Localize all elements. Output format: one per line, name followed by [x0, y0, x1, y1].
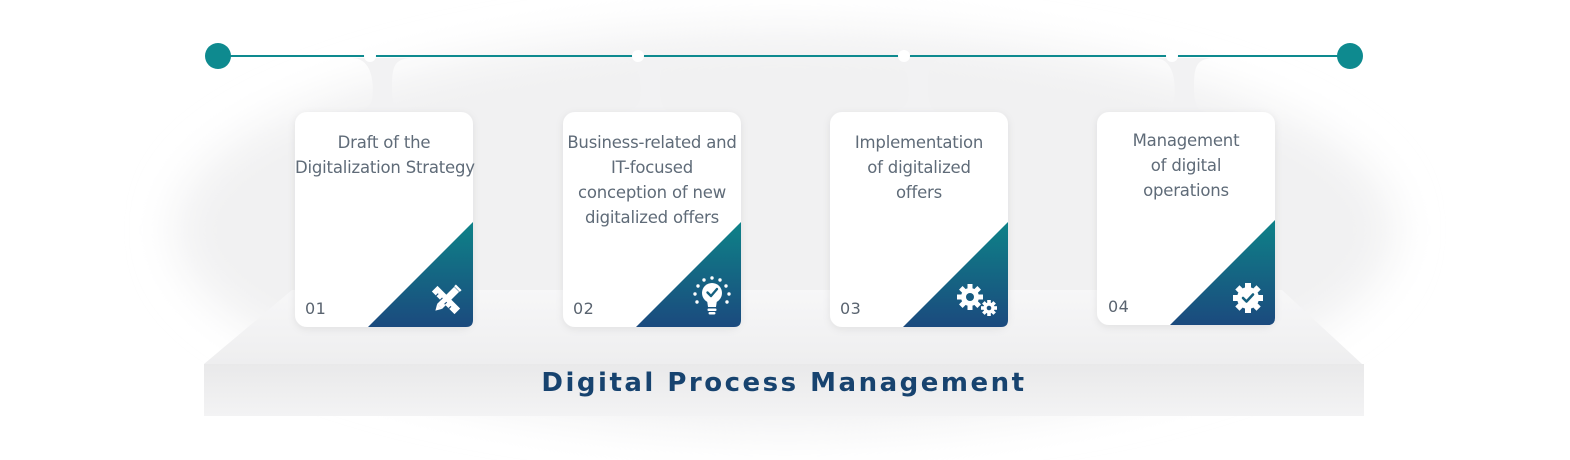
step-4-description: Management of digital operations [1097, 128, 1275, 203]
step-3-line: Implementation [854, 133, 984, 152]
step-3-corner [903, 222, 1008, 327]
gear-check-icon [1233, 283, 1263, 313]
timeline-start-dot [205, 43, 231, 69]
step-2-number: 02 [573, 299, 595, 318]
step-1-number: 01 [305, 299, 327, 318]
step-2-description: Business-related and IT-focused concepti… [556, 130, 748, 230]
timeline-end-dot [1337, 43, 1363, 69]
step-2-line: Business-related and [567, 133, 737, 152]
step-4-number: 04 [1108, 297, 1130, 316]
step-3-description: Implementation of digitalized offers [830, 130, 1008, 205]
step-2-line: digitalized offers [584, 208, 720, 227]
step-4-line: of digital [1150, 156, 1222, 175]
ruler-icon [431, 285, 461, 315]
step-1-line: Digitalization Strategy [295, 158, 475, 177]
step-1-description: Draft of the Digitalization Strategy [295, 130, 475, 180]
step-4-line: Management [1132, 131, 1240, 150]
step-3-line: of digitalized [867, 158, 971, 177]
step-4-line: operations [1143, 181, 1229, 200]
step-2-line: conception of new [577, 183, 727, 202]
platform-front [204, 364, 1364, 416]
step-3-line: offers [895, 183, 943, 202]
step-3-number: 03 [840, 299, 862, 318]
step-1-line: Draft of the [337, 133, 431, 152]
platform-top [204, 290, 1362, 364]
diagram-title: Digital Process Management [541, 368, 1027, 398]
gears-icon [957, 284, 997, 316]
step-2-line: IT-focused [610, 158, 694, 177]
lightbulb-check-icon [693, 276, 731, 315]
